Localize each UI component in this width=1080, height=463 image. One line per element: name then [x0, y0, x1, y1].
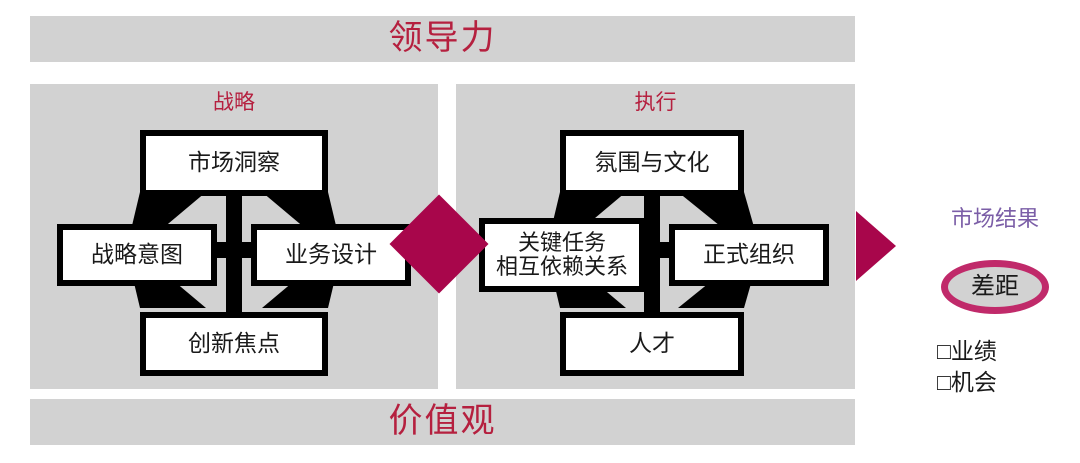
panel-strategy: 战略 市场洞察 战略意图 业务设计 创新焦点	[30, 84, 438, 389]
arrow-right-icon	[856, 211, 896, 281]
results-column: 市场结果 差距 □业绩 □机会	[915, 206, 1075, 398]
node-strategy-bottom-label: 创新焦点	[188, 331, 280, 357]
node-execution-bottom-label: 人才	[629, 331, 675, 357]
node-strategy-left-label: 战略意图	[91, 242, 183, 268]
node-strategy-bottom[interactable]: 创新焦点	[140, 312, 328, 376]
banner-leadership-label: 领导力	[388, 20, 497, 57]
node-strategy-right[interactable]: 业务设计	[251, 224, 411, 286]
gap-ellipse[interactable]: 差距	[941, 260, 1049, 315]
panel-execution: 执行 氛围与文化 关键任务 相互依赖关系 正式组织 人才	[456, 84, 855, 389]
results-title: 市场结果	[950, 206, 1039, 231]
list-item: □机会	[937, 370, 997, 396]
node-strategy-top-label: 市场洞察	[188, 150, 280, 176]
banner-values-label: 价值观	[388, 403, 497, 440]
banner-leadership: 领导力	[30, 16, 855, 62]
node-strategy-top[interactable]: 市场洞察	[140, 130, 328, 196]
node-execution-top-label: 氛围与文化	[594, 150, 710, 176]
results-bullet-list: □业绩 □机会	[915, 336, 1075, 398]
node-execution-left[interactable]: 关键任务 相互依赖关系	[479, 218, 645, 292]
node-execution-right-label: 正式组织	[703, 242, 795, 268]
node-execution-left-label: 关键任务 相互依赖关系	[495, 230, 628, 279]
list-item: □业绩	[937, 339, 997, 365]
banner-values: 价值观	[30, 399, 855, 445]
node-strategy-right-label: 业务设计	[285, 242, 377, 268]
node-execution-right[interactable]: 正式组织	[669, 224, 829, 286]
panel-strategy-title: 战略	[213, 90, 255, 114]
node-execution-bottom[interactable]: 人才	[560, 312, 744, 376]
node-execution-top[interactable]: 氛围与文化	[560, 130, 744, 196]
panel-execution-title: 执行	[634, 90, 677, 114]
node-strategy-left[interactable]: 战略意图	[57, 224, 217, 286]
gap-label: 差距	[971, 274, 1019, 301]
